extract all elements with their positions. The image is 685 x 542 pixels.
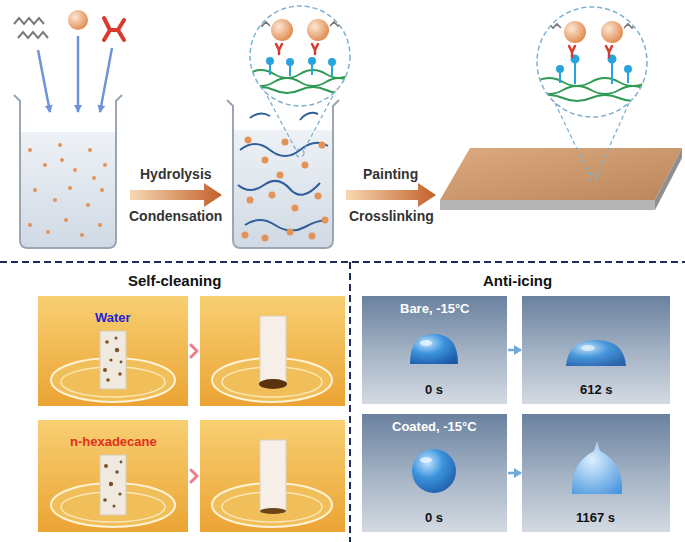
photo-coated-0s xyxy=(362,414,507,532)
alkyl-chain xyxy=(14,18,44,24)
time-label: 0 s xyxy=(425,511,443,526)
panel-dividers xyxy=(0,262,685,542)
zoom-circle xyxy=(250,6,350,106)
photo-panel: Water xyxy=(38,296,188,406)
process-step-label: Condensation xyxy=(129,208,222,224)
beaker xyxy=(14,95,122,248)
divider-line xyxy=(0,261,685,263)
condition-label: Coated, -15°C xyxy=(392,420,477,435)
divider-line xyxy=(349,262,351,542)
process-step-label: Painting xyxy=(363,166,418,182)
process-arrow xyxy=(346,183,436,207)
photo-hexadecane-before xyxy=(38,420,188,532)
panel: Anti-icingBare, -15°C 0 s 612 s Coated, -15… xyxy=(351,264,685,542)
panel-heading: Anti-icing xyxy=(483,272,552,289)
molecular-zoom xyxy=(248,19,352,93)
beaker-liquid xyxy=(21,132,115,247)
molecular-zoom xyxy=(535,21,647,101)
particles xyxy=(242,137,329,242)
photo-bare-0s xyxy=(362,296,507,404)
zoom-circle xyxy=(537,7,647,117)
beaker-glass xyxy=(14,95,122,248)
process-step-label: Crosslinking xyxy=(349,208,434,224)
photo-bare-612s xyxy=(522,296,670,404)
beaker-glass xyxy=(227,100,339,248)
alkyl-chain xyxy=(18,32,48,38)
photo-panel: Bare, -15°C 0 s xyxy=(362,296,507,404)
particles xyxy=(28,143,107,237)
zoom-circle-ground xyxy=(537,7,647,117)
photo-water-before xyxy=(38,296,188,406)
beaker-liquid xyxy=(234,130,332,247)
addition-arrow xyxy=(77,36,80,112)
liquid-label: Water xyxy=(95,311,131,326)
time-label: 612 s xyxy=(580,383,613,398)
coated-plate xyxy=(440,148,682,210)
crosslinker-molecule xyxy=(104,18,124,40)
photo-hexadecane-after xyxy=(200,420,345,532)
photo-panel: Coated, -15°C 0 s xyxy=(362,414,507,532)
addition-arrow xyxy=(38,50,50,112)
beaker xyxy=(227,100,339,248)
photo-panel: 1167 s xyxy=(522,414,670,532)
nanoparticle xyxy=(68,10,88,30)
photo-water-after xyxy=(200,296,345,406)
process-arrow xyxy=(130,183,222,207)
addition-arrow xyxy=(100,48,112,112)
photo-coated-1167s xyxy=(522,414,670,532)
addition-arrows xyxy=(38,36,112,112)
condition-label: Bare, -15°C xyxy=(400,302,470,317)
panel: Self-cleaningWater n-hexadecane xyxy=(0,264,349,542)
ingredient-chains xyxy=(14,18,48,38)
step-arrow xyxy=(508,472,521,475)
step-chevrons xyxy=(191,345,197,482)
process-step-label: Hydrolysis xyxy=(140,166,212,182)
time-label: 1167 s xyxy=(576,511,615,526)
step-arrow xyxy=(508,349,521,352)
time-label: 0 s xyxy=(425,383,443,398)
liquid-label: n-hexadecane xyxy=(70,435,157,450)
photo-panel: 612 s xyxy=(522,296,670,404)
panel-heading: Self-cleaning xyxy=(128,272,221,289)
photo-panel: n-hexadecane xyxy=(38,420,188,532)
